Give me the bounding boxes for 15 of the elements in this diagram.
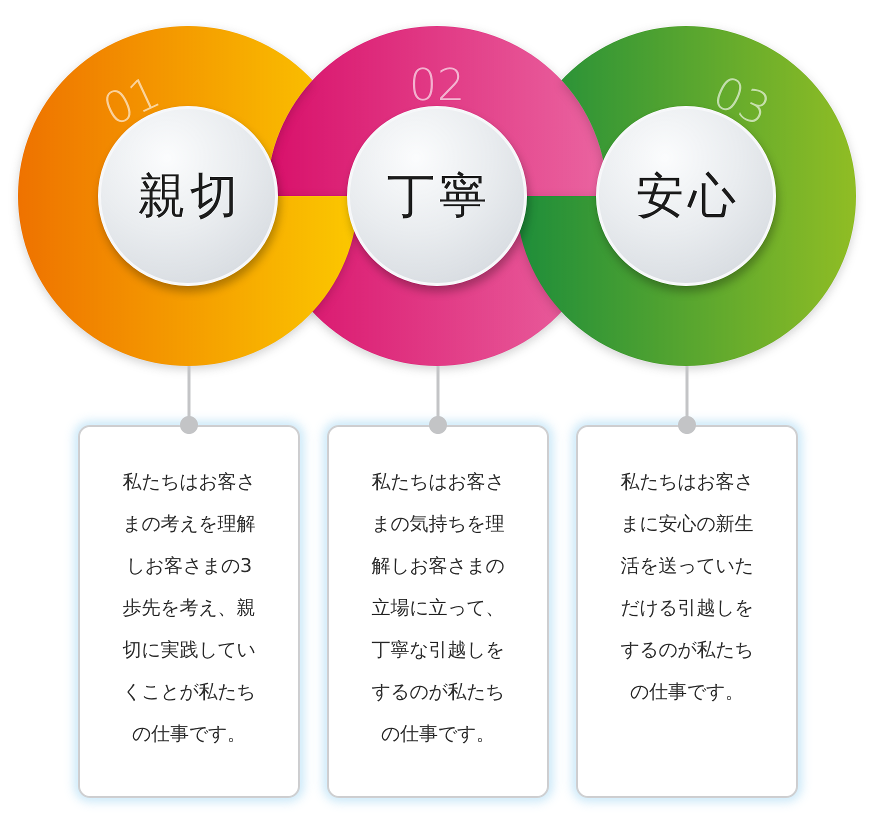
text-card [327,425,549,798]
connector-line [180,366,198,434]
value-heading: 安心 [635,172,740,220]
description-text: 私たちはお客さまの考えを理解しお客さまの3歩先を考え、親切に実践していくことが私たちの仕事です。 [122,470,256,747]
step-number: 02 [409,64,465,108]
step-number: 01 [97,70,167,134]
connector-line [678,366,696,434]
value-heading: 丁寧 [386,172,491,220]
text-card [78,425,300,798]
connector-line [429,366,447,434]
step-number: 03 [706,70,776,134]
value-heading: 親切 [137,172,242,220]
description-text: 私たちはお客さまに安心の新生活を送っていただける引越しをするのが私たちの仕事です。 [620,470,754,705]
text-card [576,425,798,798]
description-text: 私たちはお客さまの気持ちを理解しお客さまの立場に立って、丁寧な引越しをするのが私たちの仕事です。 [370,470,506,747]
